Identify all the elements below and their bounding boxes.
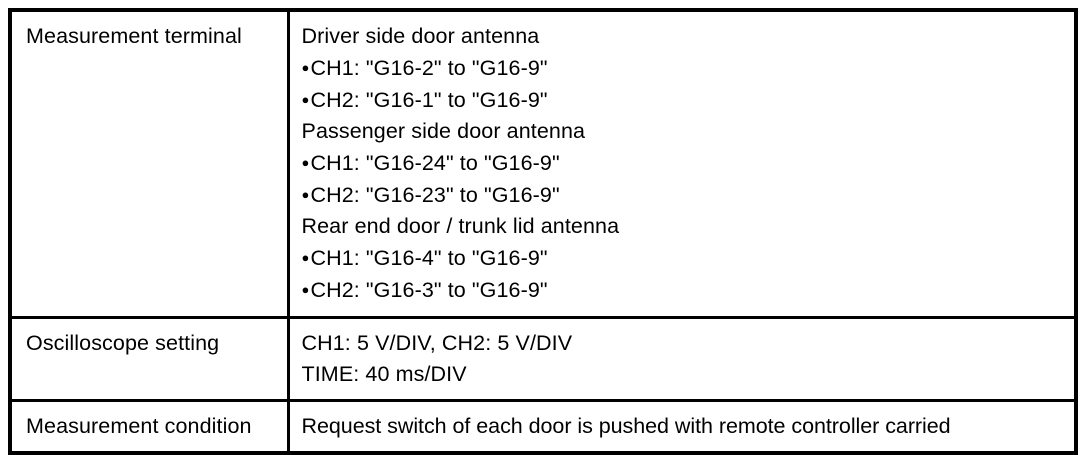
row-value-cell-oscilloscope-setting: CH1: 5 V/DIV, CH2: 5 V/DIV TIME: 40 ms/D…	[288, 316, 1076, 401]
table-row: Oscilloscope setting CH1: 5 V/DIV, CH2: …	[10, 316, 1076, 401]
terminal-item-rear-ch2: CH2: "G16-3" to "G16-9"	[302, 274, 1067, 306]
terminal-item-passenger-ch2: CH2: "G16-23" to "G16-9"	[302, 179, 1067, 211]
oscilloscope-settings-list: CH1: 5 V/DIV, CH2: 5 V/DIV TIME: 40 ms/D…	[290, 319, 1075, 399]
oscilloscope-voltage-setting: CH1: 5 V/DIV, CH2: 5 V/DIV	[301, 331, 573, 355]
measurement-condition-text: Request switch of each door is pushed wi…	[301, 414, 951, 438]
terminal-item-driver-ch1: CH1: "G16-2" to "G16-9"	[302, 52, 1067, 84]
terminal-item-passenger-ch1: CH1: "G16-24" to "G16-9"	[302, 147, 1067, 179]
terminal-item-rear-ch1: CH1: "G16-4" to "G16-9"	[302, 242, 1067, 274]
oscilloscope-time-setting: TIME: 40 ms/DIV	[301, 362, 467, 386]
page-canvas: Measurement terminal Driver side door an…	[0, 0, 1088, 426]
row-value-cell-measurement-condition: Request switch of each door is pushed wi…	[288, 399, 1076, 453]
antenna-group-driver: Driver side door antenna	[301, 24, 540, 48]
measurement-spec-table: Measurement terminal Driver side door an…	[8, 8, 1078, 455]
row-label-measurement-condition: Measurement condition	[26, 414, 252, 438]
antenna-group-rear: Rear end door / trunk lid antenna	[301, 214, 620, 238]
measurement-condition-text-wrap: Request switch of each door is pushed wi…	[290, 402, 1075, 451]
table-row: Measurement terminal Driver side door an…	[10, 10, 1076, 318]
row-label-cell-measurement-condition: Measurement condition	[10, 399, 290, 453]
terminal-item-driver-ch2: CH2: "G16-1" to "G16-9"	[302, 84, 1067, 116]
table-row: Measurement condition Request switch of …	[10, 399, 1076, 453]
terminal-list: Driver side door antenna CH1: "G16-2" to…	[290, 12, 1075, 316]
row-value-cell-measurement-terminal: Driver side door antenna CH1: "G16-2" to…	[288, 10, 1076, 318]
row-label-cell-oscilloscope-setting: Oscilloscope setting	[10, 316, 290, 401]
antenna-group-passenger: Passenger side door antenna	[301, 119, 586, 143]
row-label-measurement-terminal: Measurement terminal	[26, 24, 242, 48]
row-label-cell-measurement-terminal: Measurement terminal	[10, 10, 290, 318]
table-body: Measurement terminal Driver side door an…	[10, 10, 1076, 453]
row-label-oscilloscope-setting: Oscilloscope setting	[26, 331, 220, 355]
